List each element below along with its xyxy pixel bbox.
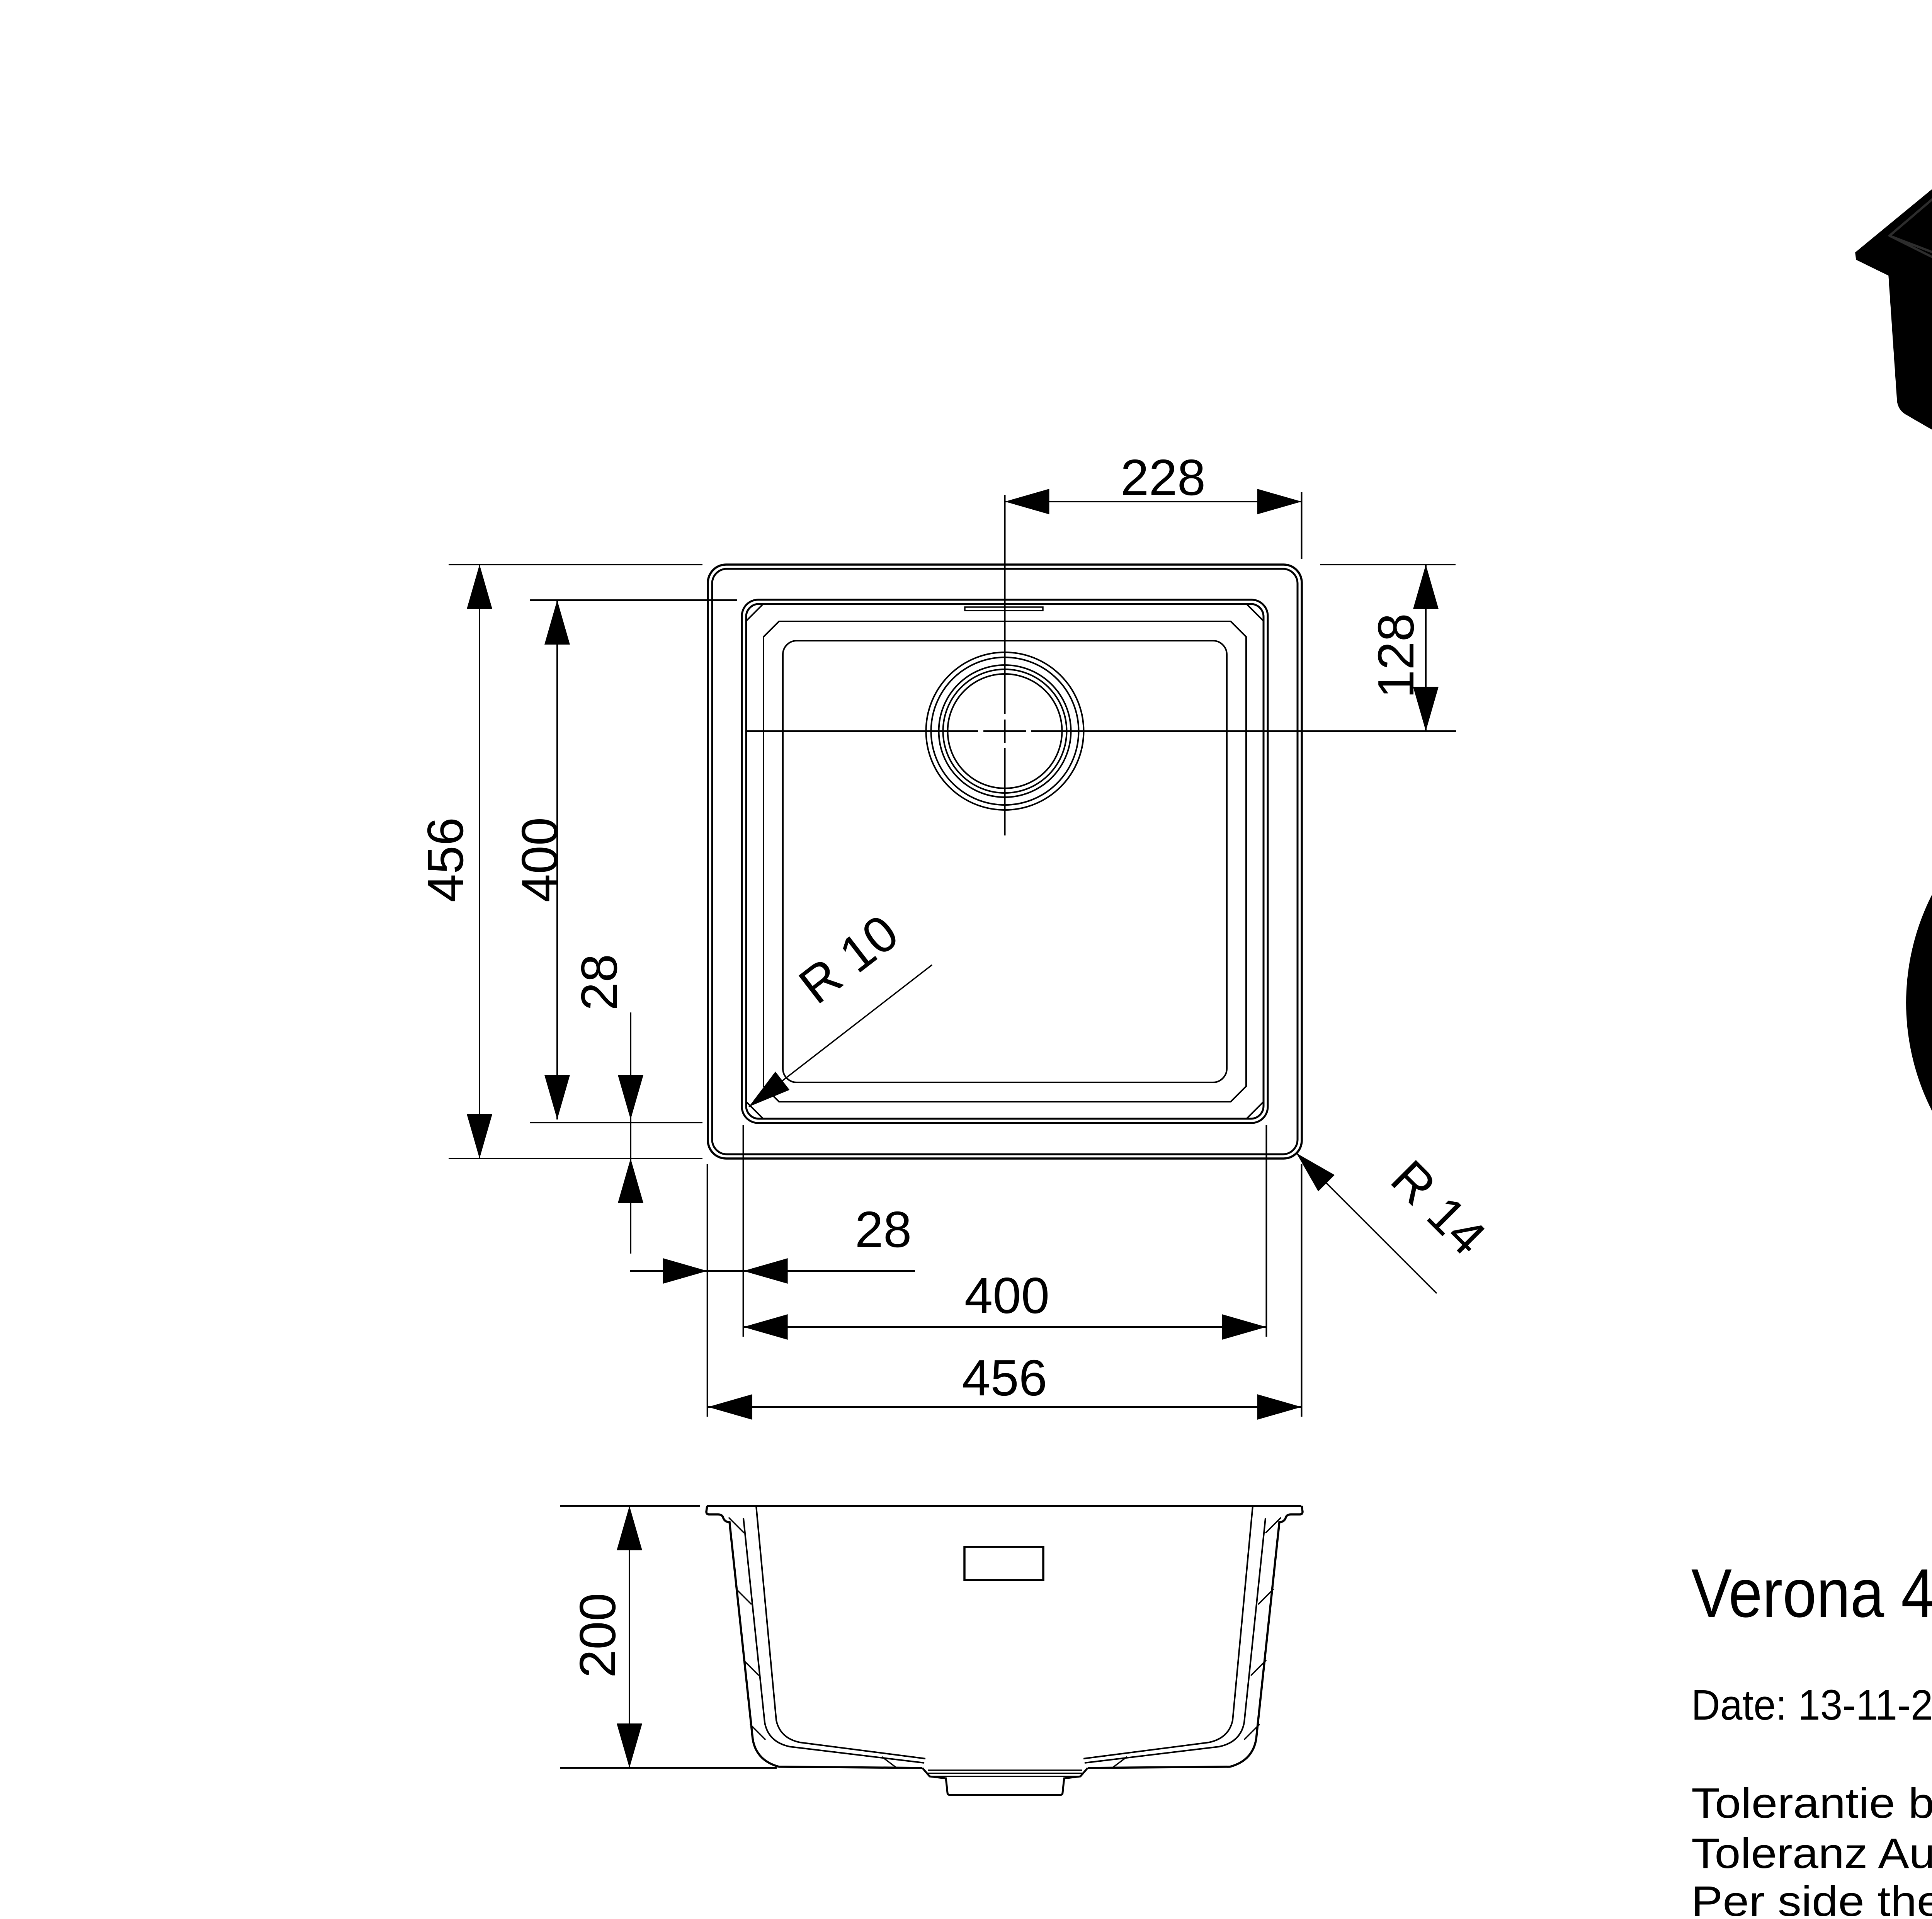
- svg-text:228: 228: [1121, 449, 1206, 506]
- svg-text:128: 128: [1367, 613, 1424, 698]
- svg-text:28: 28: [855, 1201, 912, 1258]
- svg-text:Tolerantie buitenmaat per zijd: Tolerantie buitenmaat per zijde: ±0.5mm: [1691, 1779, 1932, 1827]
- svg-text:Date: 13-11-2024: Date: 13-11-2024: [1691, 1681, 1932, 1729]
- svg-text:400: 400: [964, 1267, 1049, 1324]
- svg-text:Verona 40 Nero Black: Verona 40 Nero Black: [1691, 1555, 1932, 1631]
- svg-text:Toleranz Aussenmasse pro Seite: Toleranz Aussenmasse pro Seite: ±0.5mm: [1691, 1830, 1932, 1877]
- svg-text:28: 28: [571, 954, 628, 1011]
- svg-text:456: 456: [962, 1349, 1047, 1406]
- svg-text:200: 200: [569, 1593, 626, 1678]
- svg-text:456: 456: [417, 817, 474, 902]
- svg-text:Per side the outside tolerance: Per side the outside tolerance measure: …: [1691, 1878, 1932, 1917]
- svg-text:400: 400: [511, 817, 568, 902]
